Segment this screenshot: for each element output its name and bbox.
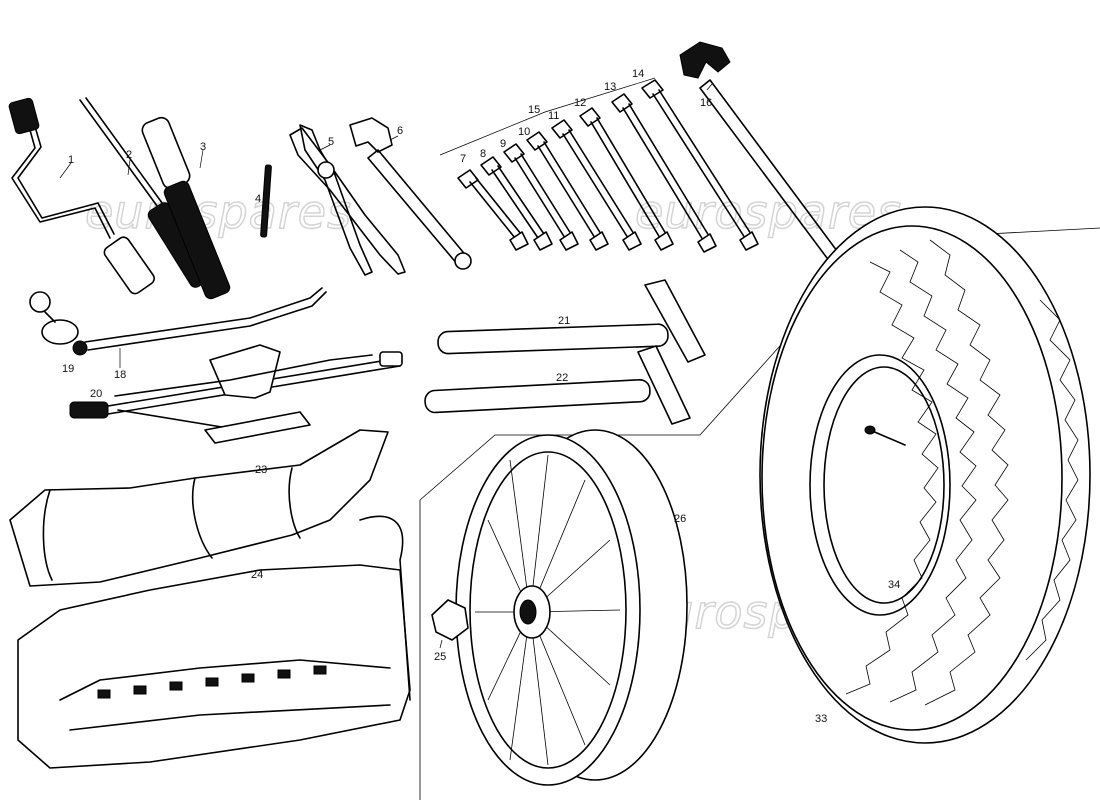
label-part-21: 21 bbox=[558, 315, 570, 327]
part-4-tommy-bar bbox=[260, 164, 272, 238]
spanner-9 bbox=[503, 143, 579, 251]
label-part-9: 9 bbox=[500, 138, 506, 150]
part-labels: 1 2 3 4 5 6 7 8 9 10 11 12 13 14 15 16 1… bbox=[62, 68, 900, 725]
label-part-6: 6 bbox=[397, 125, 403, 137]
label-part-26: 26 bbox=[674, 513, 686, 525]
part-23-tool-roll bbox=[9, 429, 389, 587]
label-part-1: 1 bbox=[68, 154, 74, 166]
label-part-33: 33 bbox=[815, 713, 827, 725]
spanner-set bbox=[439, 77, 759, 253]
label-part-14: 14 bbox=[632, 68, 644, 80]
spanner-10 bbox=[526, 131, 609, 251]
part-34-inner-tube bbox=[823, 366, 945, 604]
label-part-12: 12 bbox=[574, 97, 586, 109]
label-part-13: 13 bbox=[604, 81, 616, 93]
label-part-10: 10 bbox=[518, 126, 530, 138]
label-part-15: 15 bbox=[528, 104, 540, 116]
label-part-18: 18 bbox=[114, 369, 126, 381]
spanner-11 bbox=[551, 119, 642, 251]
label-part-22: 22 bbox=[556, 372, 568, 384]
part-22-hammer bbox=[424, 345, 691, 425]
spanner-8 bbox=[480, 156, 553, 251]
label-part-24: 24 bbox=[251, 569, 263, 581]
part-1-wheel-brace bbox=[8, 97, 155, 295]
label-part-34: 34 bbox=[888, 579, 900, 591]
part-33-tyre bbox=[759, 206, 1091, 744]
label-part-5: 5 bbox=[328, 136, 334, 148]
part-21-hammer bbox=[437, 279, 706, 363]
label-part-4: 4 bbox=[255, 193, 261, 205]
label-part-2: 2 bbox=[126, 149, 132, 161]
part-5-pliers bbox=[289, 124, 406, 276]
part-24-tool-bag bbox=[17, 515, 411, 769]
label-part-23: 23 bbox=[255, 464, 267, 476]
label-part-11: 11 bbox=[548, 110, 559, 122]
label-part-25: 25 bbox=[434, 651, 446, 663]
part-20-scissor-jack bbox=[69, 344, 403, 444]
label-part-7: 7 bbox=[460, 153, 466, 165]
spanner-12 bbox=[579, 107, 674, 251]
spanner-7 bbox=[457, 169, 529, 251]
label-part-16: 16 bbox=[700, 97, 712, 109]
part-3-box-spanner bbox=[141, 116, 231, 300]
part-25-wheel-spinner bbox=[431, 599, 469, 649]
watermark-top-left: eurospares bbox=[85, 185, 352, 239]
part-6-adjustable-wrench bbox=[349, 117, 472, 270]
tool-bag-straps bbox=[97, 665, 327, 699]
spanner-13 bbox=[611, 93, 717, 253]
spanner-14 bbox=[641, 79, 759, 251]
part-26-wire-wheel bbox=[455, 429, 688, 786]
part-18-19-jack-handle bbox=[29, 287, 327, 368]
label-part-19: 19 bbox=[62, 363, 74, 375]
label-part-8: 8 bbox=[480, 148, 486, 160]
label-part-20: 20 bbox=[90, 388, 102, 400]
label-part-3: 3 bbox=[200, 141, 206, 153]
